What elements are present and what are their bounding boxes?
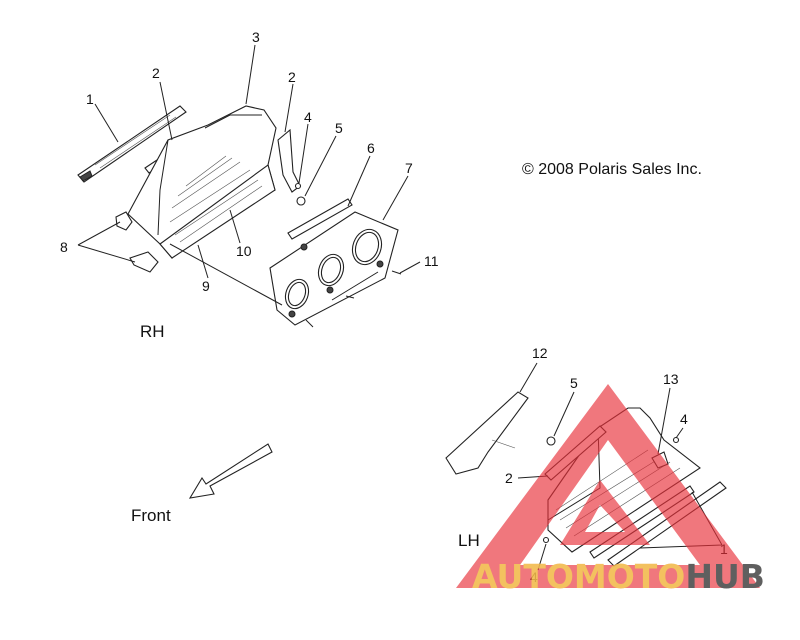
front-arrow: Front [131,443,273,525]
rh-callout-8: 8 [60,239,68,255]
rh-callout-10: 10 [236,243,252,259]
rh-callout-4: 4 [304,109,312,125]
lh-callout-2: 2 [505,470,513,486]
screw-11b [305,319,314,328]
front-label: Front [131,506,171,525]
panel-12 [445,391,529,475]
watermark-text-hub: HUB [685,557,765,596]
bracket-2b [277,128,301,193]
lh-callout-4: 4 [680,411,688,427]
rh-callout-5: 5 [335,120,343,136]
screw-11a [391,270,402,275]
lh-view-label: LH [458,531,480,550]
screw-11c [345,295,355,299]
grommet-5 [296,196,306,206]
clip-8a [115,211,133,231]
lh-grommet-5 [546,436,556,446]
trim-strip-1 [77,105,187,183]
lh-callout-13: 13 [663,371,679,387]
rh-callout-1: 1 [86,91,94,107]
rh-callout-7: 7 [405,160,413,176]
rh-callout-11: 11 [424,253,439,269]
rh-assembly: 1 2 3 2 4 5 6 7 8 9 10 11 RH [60,29,439,341]
rh-view-label: RH [140,322,165,341]
copyright-text: © 2008 Polaris Sales Inc. [522,161,702,178]
watermark-inner-mark [560,480,650,545]
lh-screw-4a [542,536,550,544]
lh-screw-4b [672,436,680,444]
svg-text:AUTOMOTOHUB: AUTOMOTOHUB [472,557,765,596]
panel-12-edge [491,439,516,449]
rh-callout-3: 3 [252,29,260,45]
watermark-text-auto: AUTOMOTO [472,557,685,596]
housing-3 [127,105,277,259]
rh-callout-2b: 2 [288,69,296,85]
strip-6 [287,198,353,240]
clip-8b [129,251,159,273]
screw-4 [294,182,302,190]
lh-callout-12: 12 [532,345,548,361]
gauge-bezel-7 [269,211,399,326]
rh-callout-9: 9 [202,278,210,294]
watermark-triangle [456,384,760,588]
rh-callout-6: 6 [367,140,375,156]
automotohub-watermark: AUTOMOTOHUB [456,384,765,596]
rh-callout-2: 2 [152,65,160,81]
rh-leader-lines [77,44,421,306]
lh-callout-5: 5 [570,375,578,391]
